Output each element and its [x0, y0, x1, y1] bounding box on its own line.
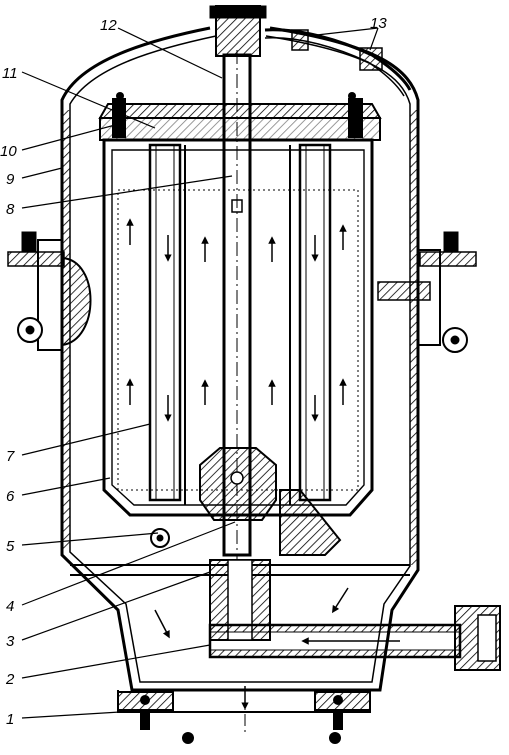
- callout-9: 9: [6, 171, 15, 188]
- leader-lines: [21, 27, 379, 719]
- callout-6: 6: [6, 488, 15, 505]
- callout-1: 1: [6, 711, 14, 728]
- callout-10: 10: [0, 143, 17, 160]
- side-clamp-right: [377, 231, 477, 353]
- callout-7: 7: [6, 448, 15, 465]
- callout-11: 11: [2, 65, 18, 82]
- base-bolts: [140, 695, 343, 744]
- callout-13: 13: [370, 15, 387, 32]
- outlet-pipe: [208, 605, 501, 671]
- callout-labels: 1 2 3 4 5 6 7 8 9 10 11 12 13: [0, 15, 387, 728]
- filter-tubes: [148, 143, 332, 505]
- callout-12: 12: [100, 17, 117, 34]
- callout-8: 8: [6, 201, 15, 218]
- shell-wall-right: [410, 110, 418, 565]
- flow-arrows: [126, 218, 400, 710]
- side-clamp-left: [7, 231, 92, 351]
- callout-2: 2: [5, 671, 15, 688]
- central-shaft: [209, 5, 267, 560]
- cover-bolts: [112, 92, 363, 138]
- top-cable: [264, 28, 412, 97]
- callout-3: 3: [6, 633, 15, 650]
- callout-5: 5: [6, 538, 15, 555]
- callout-4: 4: [6, 598, 14, 615]
